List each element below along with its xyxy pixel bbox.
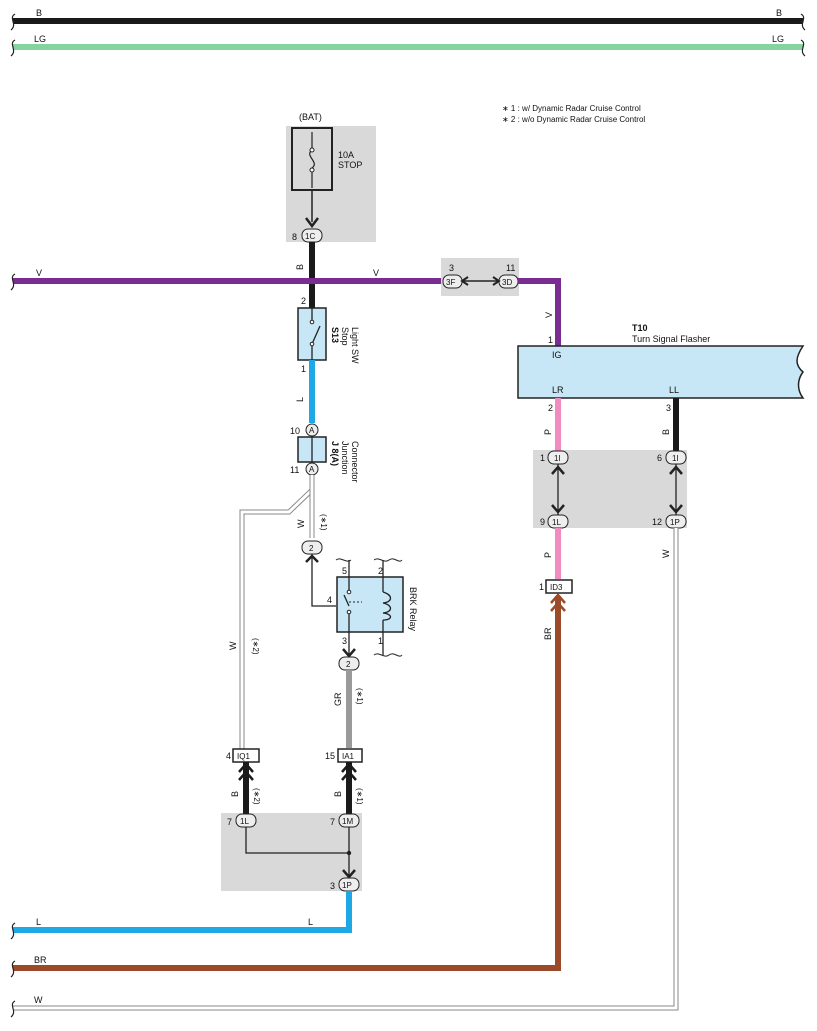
svg-text:12: 12 xyxy=(652,517,662,527)
break-marks xyxy=(10,13,806,1018)
note-w-relay: (∗1) xyxy=(319,514,328,531)
wire-label-b-top-left: B xyxy=(36,8,42,18)
svg-text:4: 4 xyxy=(327,595,332,605)
wire-br xyxy=(13,596,561,971)
wire-label-v-left: V xyxy=(36,268,42,278)
svg-text:1L: 1L xyxy=(552,518,561,527)
svg-text:P: P xyxy=(543,552,553,558)
svg-text:W: W xyxy=(661,549,671,558)
wire-label-w-relay: W xyxy=(296,519,306,528)
wire-label-br-vertical: BR xyxy=(543,627,553,640)
wire-w-right xyxy=(13,528,679,1011)
wire-label-l-bottom-right: L xyxy=(308,917,313,927)
svg-text:B: B xyxy=(230,791,240,797)
junction-name1: Junction xyxy=(340,441,350,475)
wire-label-w-iq1: W xyxy=(228,641,238,650)
svg-text:1: 1 xyxy=(301,364,306,374)
legend-note-2: ∗ 2 : w/o Dynamic Radar Cruise Control xyxy=(502,115,645,124)
fuse-name: STOP xyxy=(338,160,362,170)
fuse-pin: 8 xyxy=(292,232,297,242)
svg-text:1L: 1L xyxy=(240,817,249,826)
stop-switch-name1: Stop xyxy=(340,327,350,346)
svg-text:1I: 1I xyxy=(554,454,561,463)
brk-relay xyxy=(336,576,404,633)
svg-text:2: 2 xyxy=(346,660,351,669)
svg-text:11: 11 xyxy=(506,263,515,273)
fuse-source-label: (BAT) xyxy=(299,112,322,122)
svg-text:B: B xyxy=(333,791,343,797)
svg-text:9: 9 xyxy=(540,517,545,527)
svg-text:2: 2 xyxy=(301,296,306,306)
wire-v-right xyxy=(518,278,561,346)
svg-text:ID3: ID3 xyxy=(550,583,563,592)
svg-text:15: 15 xyxy=(325,751,335,761)
svg-text:1P: 1P xyxy=(670,518,680,527)
svg-text:3: 3 xyxy=(449,263,454,273)
wire-w-to-iq1 xyxy=(239,475,315,750)
wire-label-w-bottom: W xyxy=(34,995,43,1005)
wire-label-gr: GR xyxy=(333,692,343,706)
svg-text:5: 5 xyxy=(342,566,347,576)
svg-text:7: 7 xyxy=(330,817,335,827)
wire-l-bottom xyxy=(13,891,352,933)
stop-switch-code: S13 xyxy=(330,327,340,343)
svg-text:LL: LL xyxy=(669,385,679,395)
svg-text:1: 1 xyxy=(540,453,545,463)
wire-label-l-bottom-left: L xyxy=(36,917,41,927)
legend-note-1: ∗ 1 : w/ Dynamic Radar Cruise Control xyxy=(502,104,641,113)
svg-text:1: 1 xyxy=(378,636,383,646)
svg-text:A: A xyxy=(309,465,315,474)
svg-text:(∗2): (∗2) xyxy=(252,788,261,805)
wire-label-lg-top-right: LG xyxy=(772,34,784,44)
turn-signal-flasher xyxy=(517,345,805,399)
junction-code: J 8(A) xyxy=(330,441,340,466)
wire-label-v-mid: V xyxy=(373,268,379,278)
wire-label-l-stop-out: L xyxy=(295,397,305,402)
note-w-iq1: (∗2) xyxy=(251,638,260,655)
svg-text:A: A xyxy=(309,426,315,435)
svg-text:LR: LR xyxy=(552,385,564,395)
svg-text:3: 3 xyxy=(666,403,671,413)
svg-text:1: 1 xyxy=(539,582,544,592)
svg-text:1I: 1I xyxy=(672,454,679,463)
svg-text:2: 2 xyxy=(378,566,383,576)
wire-label-b-stop-in: B xyxy=(295,264,305,270)
junction-name2: Connector xyxy=(350,441,360,483)
svg-text:B: B xyxy=(661,429,671,435)
svg-text:7: 7 xyxy=(227,817,232,827)
junction-pin-top xyxy=(305,423,319,437)
svg-text:3: 3 xyxy=(342,636,347,646)
svg-text:1C: 1C xyxy=(305,232,315,241)
brk-relay-name: BRK Relay xyxy=(408,587,418,632)
svg-text:IG: IG xyxy=(552,350,562,360)
svg-text:1P: 1P xyxy=(342,881,352,890)
svg-text:3: 3 xyxy=(330,881,335,891)
flasher-name: Turn Signal Flasher xyxy=(632,334,710,344)
svg-text:IQ1: IQ1 xyxy=(237,752,250,761)
svg-text:2: 2 xyxy=(548,403,553,413)
svg-text:2: 2 xyxy=(309,544,314,553)
svg-text:P: P xyxy=(543,429,553,435)
wire-label-v-flasher: V xyxy=(544,312,554,318)
wire-label-br-bottom: BR xyxy=(34,955,47,965)
svg-text:10: 10 xyxy=(290,426,300,436)
svg-text:3D: 3D xyxy=(502,278,512,287)
svg-text:1: 1 xyxy=(548,335,553,345)
svg-text:6: 6 xyxy=(657,453,662,463)
fuse-rating: 10A xyxy=(338,150,354,160)
svg-text:4: 4 xyxy=(226,751,231,761)
svg-text:3F: 3F xyxy=(446,278,455,287)
flasher-code: T10 xyxy=(632,323,648,333)
wire-label-lg-top-left: LG xyxy=(34,34,46,44)
note-gr: (∗1) xyxy=(355,688,364,705)
id3-connector xyxy=(545,579,573,594)
svg-text:IA1: IA1 xyxy=(342,752,355,761)
svg-text:11: 11 xyxy=(290,465,299,475)
wire-label-b-top-right: B xyxy=(776,8,782,18)
svg-text:(∗1): (∗1) xyxy=(355,788,364,805)
stop-switch-name2: Light SW xyxy=(350,327,360,364)
svg-text:1M: 1M xyxy=(342,817,353,826)
